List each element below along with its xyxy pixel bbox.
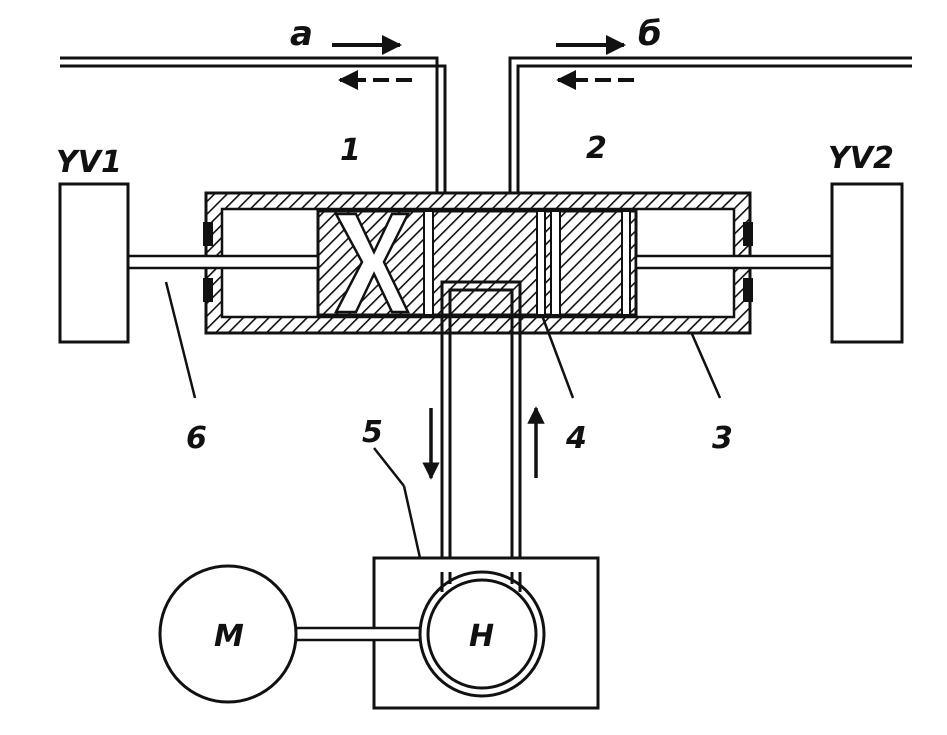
- solenoid-yv2: [830, 182, 904, 344]
- motor: [158, 564, 298, 704]
- label-part-4: 4: [565, 421, 587, 456]
- line-a: [60, 56, 447, 200]
- label-part-6: 6: [186, 421, 207, 456]
- label-part-3: 3: [712, 421, 733, 456]
- solenoid-yv1: [58, 182, 130, 344]
- label-line-a: a: [290, 14, 313, 54]
- label-chamber-1: 1: [340, 133, 361, 168]
- pump-pipes: [440, 336, 522, 578]
- label-pump: H: [469, 619, 494, 654]
- label-line-b: б: [638, 14, 662, 54]
- label-part-5: 5: [362, 415, 383, 450]
- label-solenoid-yv2: YV2: [828, 141, 894, 176]
- right-rod: [634, 222, 834, 302]
- pump: [418, 570, 546, 698]
- label-chamber-2: 2: [586, 131, 607, 166]
- label-solenoid-yv1: YV1: [56, 145, 122, 180]
- left-rod: [126, 222, 320, 302]
- line-b: [508, 56, 912, 200]
- leader-lines: [164, 281, 722, 559]
- pump-inlets: [440, 572, 522, 592]
- coupling-shaft: [294, 626, 424, 642]
- label-motor: M: [214, 619, 244, 654]
